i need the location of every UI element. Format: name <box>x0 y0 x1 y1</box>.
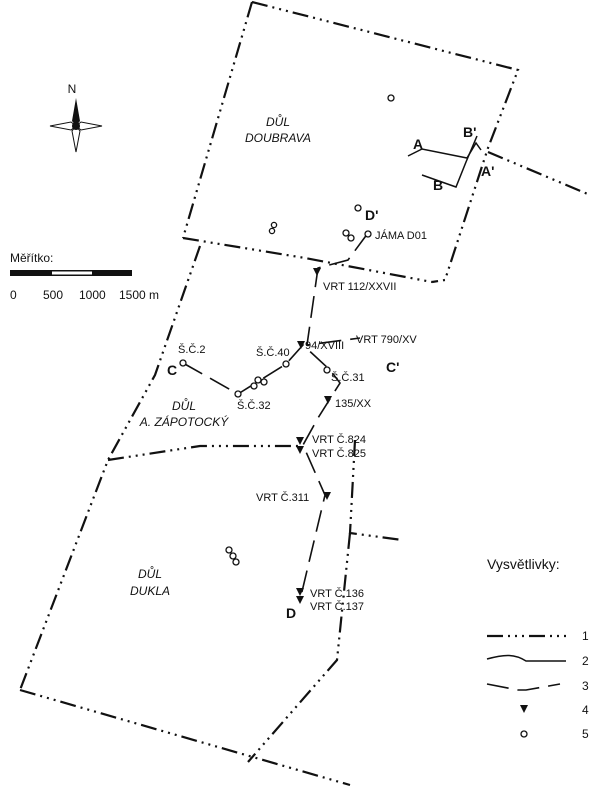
legend-title: Vysvětlivky: <box>487 556 560 572</box>
marker-94 <box>297 341 305 349</box>
mine-dukla-line2: DUKLA <box>130 584 170 598</box>
boundary-doubrava-extension <box>487 150 591 197</box>
section-c-prime-label: C' <box>386 359 399 375</box>
boundary-doubrava-east <box>251 0 520 284</box>
mine-boundaries <box>18 0 591 787</box>
section-c-label: C <box>167 362 177 378</box>
well-jama-1 <box>342 229 350 237</box>
legend-item-2: 2 <box>582 654 589 668</box>
legend-symbol-section <box>486 654 566 662</box>
profiles-cd: C C' D D' <box>167 207 399 621</box>
well-sc32-b <box>250 382 258 390</box>
scale-tick-0: 0 <box>10 288 17 302</box>
scale-title: Měřítko: <box>10 251 53 265</box>
well-dukla-2 <box>229 552 237 560</box>
well-d-prime <box>354 204 362 212</box>
well-sc32-c <box>254 376 262 384</box>
well-doubrava-w2 <box>268 227 276 235</box>
boundary-dukla-south <box>19 688 351 787</box>
legend-item-5: 5 <box>582 727 589 741</box>
mine-label-zapotocky: DŮL A. ZÁPOTOCKÝ <box>139 397 229 429</box>
borehole-markers <box>296 268 332 604</box>
mine-label-dukla: DŮL DUKLA <box>130 565 170 598</box>
mine-label-doubrava: DŮL DOUBRAVA <box>245 113 311 145</box>
point-labels: JÁMA D01 VRT 112/XXVII Š.Č.2 Š.Č.40 94/X… <box>178 229 427 613</box>
scale-tick-1000: 1000 <box>79 288 106 302</box>
label-135: 135/XX <box>335 398 372 410</box>
boundary-zapotocky-dukla <box>107 444 300 462</box>
label-vrt-825: VRT Č.825 <box>312 447 366 460</box>
north-arrow-tip <box>72 98 80 126</box>
well-sc2 <box>179 359 187 367</box>
well-doubrava-w1 <box>270 221 278 229</box>
well-symbols <box>179 94 395 566</box>
profile-c-line <box>182 343 341 601</box>
marker-vrt-825 <box>296 446 304 454</box>
legend-symbol-triangle <box>520 705 528 713</box>
mine-dukla-line1: DŮL <box>138 565 162 581</box>
label-vrt-790: VRT 790/XV <box>356 334 417 346</box>
scale-bar: Měřítko: 0 500 1000 1500 m <box>10 251 159 302</box>
label-vrt-311: VRT Č.311 <box>256 491 309 504</box>
legend: Vysvětlivky: 1 2 3 4 5 <box>486 556 589 741</box>
label-94: 94/XVIII <box>305 340 344 352</box>
mine-zapotocky-line2: A. ZÁPOTOCKÝ <box>139 414 229 429</box>
scale-bar-segment <box>52 271 92 275</box>
sections-ab: A A' B B' <box>407 124 494 193</box>
label-sc31: Š.Č.31 <box>331 371 365 384</box>
mine-zapotocky-line1: DŮL <box>172 397 196 413</box>
label-sc32: Š.Č.32 <box>237 399 271 412</box>
label-sc40: Š.Č.40 <box>256 346 290 359</box>
marker-vrt-137 <box>296 596 304 604</box>
label-vrt-137: VRT Č.137 <box>310 600 364 613</box>
legend-item-4: 4 <box>582 703 589 717</box>
section-a-prime-label: A' <box>481 163 494 179</box>
boundary-west <box>18 245 202 691</box>
compass-center <box>72 122 80 130</box>
section-b-label: B <box>433 177 443 193</box>
section-b-prime-label: B' <box>463 124 476 140</box>
north-label: N <box>68 82 77 96</box>
well-sc40 <box>282 360 290 368</box>
boundary-doubrava-west <box>181 1 254 239</box>
well-dukla-1 <box>225 546 233 554</box>
section-b-line <box>421 135 478 188</box>
marker-135 <box>324 396 332 404</box>
boundary-doubrava-south <box>182 236 433 284</box>
well-sc31 <box>323 366 331 374</box>
well-sc32-a <box>234 390 242 398</box>
mine-doubrava-line1: DŮL <box>266 113 290 129</box>
marker-vrt-112 <box>313 268 321 276</box>
label-jama-d01: JÁMA D01 <box>375 229 427 242</box>
section-d-prime-label: D' <box>365 207 378 223</box>
legend-item-3: 3 <box>582 679 589 693</box>
well-dukla-3 <box>232 558 240 566</box>
section-d-label: D <box>286 605 296 621</box>
scale-tick-500: 500 <box>43 288 63 302</box>
north-arrow: N <box>49 82 103 153</box>
marker-vrt-136 <box>296 588 304 596</box>
label-sc2: Š.Č.2 <box>178 343 206 356</box>
well-doubrava-ne <box>387 94 395 102</box>
label-vrt-136: VRT Č.136 <box>310 587 364 600</box>
south-arrow-tip <box>71 125 81 153</box>
well-jama-d01 <box>364 230 372 238</box>
scale-tick-1500: 1500 m <box>119 288 159 302</box>
boundary-dukla-southeast <box>247 532 352 763</box>
marker-vrt-311 <box>323 492 331 500</box>
legend-symbol-profile <box>486 683 561 691</box>
well-jama-2 <box>347 234 355 242</box>
marker-vrt-824 <box>296 437 304 445</box>
label-vrt-112: VRT 112/XXVII <box>323 281 396 293</box>
label-vrt-824: VRT Č.824 <box>312 433 366 446</box>
legend-symbol-circle <box>520 730 528 738</box>
well-sc32-d <box>260 378 268 386</box>
mine-doubrava-line2: DOUBRAVA <box>245 131 311 145</box>
legend-item-1: 1 <box>582 629 589 643</box>
section-a-label: A <box>413 136 423 152</box>
